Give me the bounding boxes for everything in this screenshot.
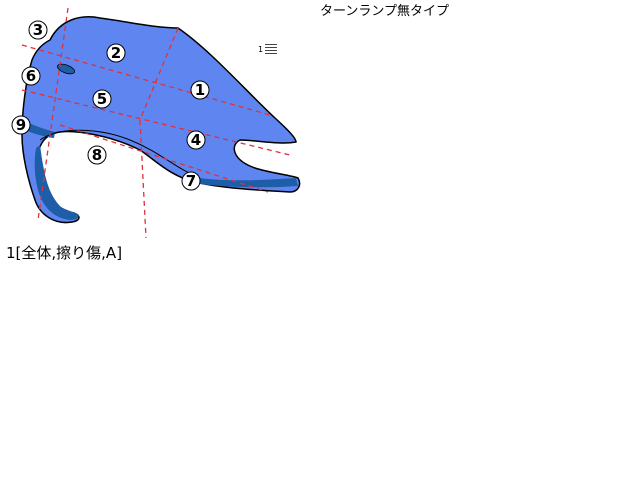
rear-edge-band (34, 145, 79, 220)
region-6-label: 6 (26, 67, 36, 85)
variant-label: ターンランプ無タイプ (320, 4, 449, 19)
guide-lines (21, 7, 291, 239)
region-9-marker[interactable]: 9 (11, 115, 31, 135)
page-number: 1 (258, 44, 264, 54)
region-2-marker[interactable]: 2 (106, 43, 126, 63)
region-3-marker[interactable]: 3 (28, 20, 48, 40)
region-5-label: 5 (97, 90, 107, 108)
region-4-marker[interactable]: 4 (186, 130, 206, 150)
region-5-marker[interactable]: 5 (92, 89, 112, 109)
lower-edge-band (200, 178, 298, 188)
region-7-label: 7 (186, 172, 196, 190)
region-6-marker[interactable]: 6 (21, 66, 41, 86)
damage-caption: 1[全体,擦り傷,A] (6, 244, 123, 262)
region-4-label: 4 (191, 131, 201, 149)
region-3-label: 3 (33, 21, 43, 39)
region-2-label: 2 (111, 44, 121, 62)
region-1-label: 1 (195, 81, 205, 99)
region-7-marker[interactable]: 7 (181, 171, 201, 191)
page-menu[interactable]: 1 (258, 42, 278, 56)
region-labels: 3 2 6 1 5 9 4 8 (11, 20, 210, 191)
list-lines-icon (265, 42, 278, 56)
side-opening (57, 63, 75, 75)
region-8-marker[interactable]: 8 (87, 145, 107, 165)
inner-arch-line (39, 129, 201, 179)
region-1-marker[interactable]: 1 (190, 80, 210, 100)
region-9-label: 9 (16, 116, 26, 134)
region-8-label: 8 (92, 146, 102, 164)
